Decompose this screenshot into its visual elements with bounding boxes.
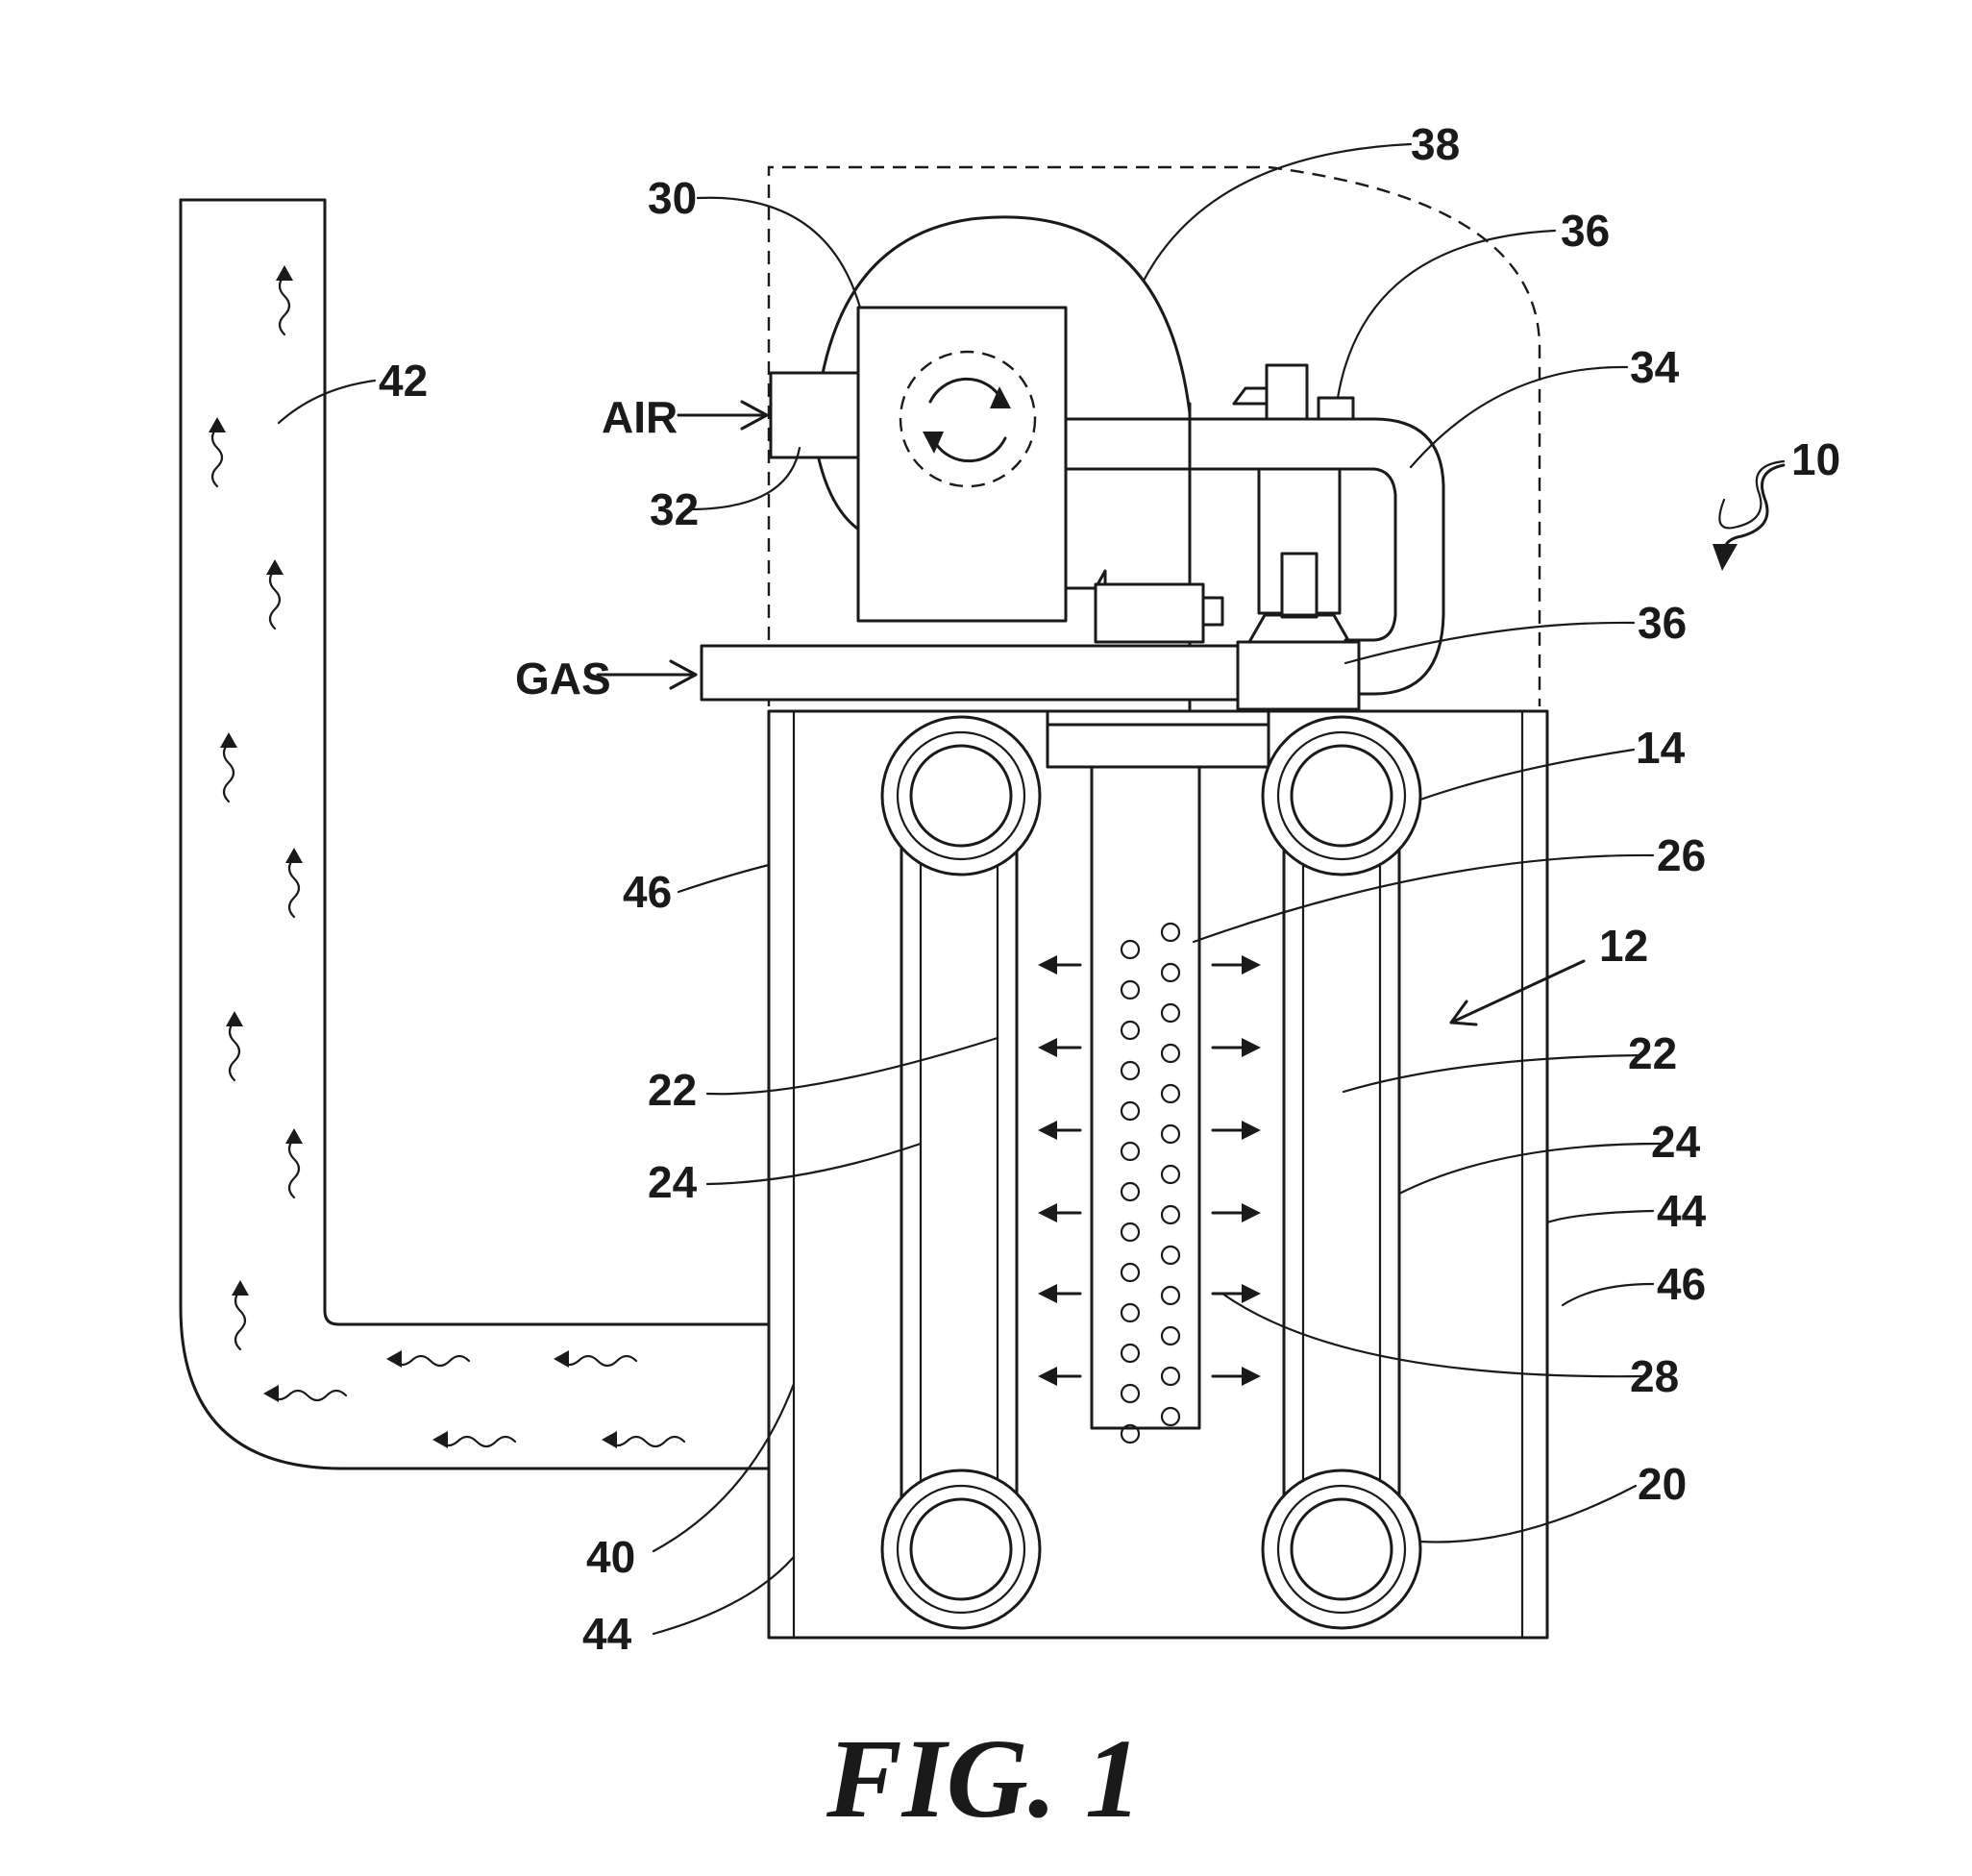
heat-arrow-left-head: [1038, 1203, 1057, 1222]
flue-wave-left-head: [386, 1350, 402, 1368]
label-24-right: 24: [1651, 1117, 1701, 1167]
flue-wave-up: [270, 569, 280, 629]
label-36-bottom: 36: [1638, 598, 1687, 648]
label-12: 12: [1599, 921, 1648, 971]
heat-arrow-left-head: [1038, 1367, 1057, 1386]
flue-wave-left: [563, 1356, 636, 1366]
flue-wave-left: [611, 1437, 684, 1446]
label-44-left: 44: [582, 1609, 632, 1659]
heat-exchanger-tube-right: [1284, 807, 1399, 1501]
label-40: 40: [586, 1532, 635, 1582]
gas-manifold: [702, 646, 1247, 700]
flue-wave-up-head: [209, 417, 226, 432]
flue-gas-flow-arrows: [209, 265, 684, 1448]
flue-wave-up: [230, 1021, 239, 1080]
flue-wave-up-head: [226, 1011, 243, 1026]
label-20: 20: [1638, 1459, 1687, 1509]
flue-wave-left-head: [432, 1431, 448, 1448]
heat-arrow-left-head: [1038, 955, 1057, 975]
label-10: 10: [1791, 434, 1840, 484]
gas-valve-body: [1238, 642, 1359, 709]
label-26: 26: [1657, 830, 1706, 880]
label-30: 30: [648, 173, 697, 223]
gas-valve: [1234, 365, 1353, 642]
flue-wave-up: [289, 857, 299, 917]
flue-wave-up: [235, 1290, 245, 1349]
heat-arrow-right-head: [1242, 1203, 1261, 1222]
heat-exchanger-tube-left: [901, 807, 1017, 1501]
flue-wave-up-head: [285, 848, 303, 863]
label-36-top: 36: [1561, 206, 1610, 256]
label-44-right: 44: [1657, 1186, 1707, 1236]
label-46-right: 46: [1657, 1259, 1706, 1309]
header-top-right: [1263, 717, 1420, 875]
flue-wave-up: [212, 427, 222, 486]
label-22-left: 22: [648, 1065, 697, 1115]
flue-wave-left-head: [602, 1431, 617, 1448]
flue-wave-up-head: [276, 265, 293, 281]
label-38: 38: [1411, 119, 1460, 169]
label-14: 14: [1636, 723, 1686, 773]
burner-tube: [1092, 767, 1199, 1428]
flue-wave-up: [289, 1138, 299, 1197]
igniter-module: [1066, 571, 1222, 642]
heat-arrow-right-head: [1242, 1121, 1261, 1140]
heat-arrow-left-head: [1038, 1284, 1057, 1303]
flue-wave-up-head: [285, 1128, 303, 1144]
heat-arrow-right-head: [1242, 1367, 1261, 1386]
label-42: 42: [379, 356, 428, 406]
label-46-left: 46: [623, 867, 672, 917]
flue-wave-left: [396, 1356, 469, 1366]
flue-wave-up: [280, 275, 289, 334]
label-32: 32: [650, 484, 699, 534]
heat-arrow-right-head: [1242, 955, 1261, 975]
gas-input-arrow: [598, 661, 696, 688]
flue-wave-up-head: [220, 732, 237, 748]
label-34: 34: [1630, 342, 1680, 392]
flue-wave-left: [442, 1437, 515, 1446]
reference-arrow-10: [1713, 461, 1784, 571]
flue-wave-left-head: [263, 1385, 279, 1402]
label-28: 28: [1630, 1351, 1679, 1401]
flue-wave-up: [224, 742, 234, 802]
air-inlet: [771, 373, 859, 457]
exhaust-flue: [181, 200, 769, 1469]
label-air: AIR: [602, 392, 678, 442]
figure-caption: FIG. 1: [826, 1716, 1142, 1841]
flue-wave-up-head: [232, 1280, 249, 1296]
label-24-left: 24: [648, 1157, 698, 1207]
header-bottom-right: [1263, 1470, 1420, 1628]
flue-wave-left-head: [554, 1350, 569, 1368]
flue-wave-left: [273, 1391, 346, 1400]
air-input-arrow: [678, 402, 767, 429]
label-22-right: 22: [1628, 1028, 1677, 1078]
header-bottom-left: [882, 1470, 1040, 1628]
header-top-left: [882, 717, 1040, 875]
heat-arrow-right-head: [1242, 1284, 1261, 1303]
blower-motor-box: [858, 308, 1066, 621]
reference-arrow-12: [1451, 961, 1584, 1024]
heat-arrow-right-head: [1242, 1038, 1261, 1057]
heat-arrow-left-head: [1038, 1121, 1057, 1140]
label-gas: GAS: [515, 654, 611, 704]
flue-wave-up-head: [266, 559, 283, 575]
heat-arrow-left-head: [1038, 1038, 1057, 1057]
